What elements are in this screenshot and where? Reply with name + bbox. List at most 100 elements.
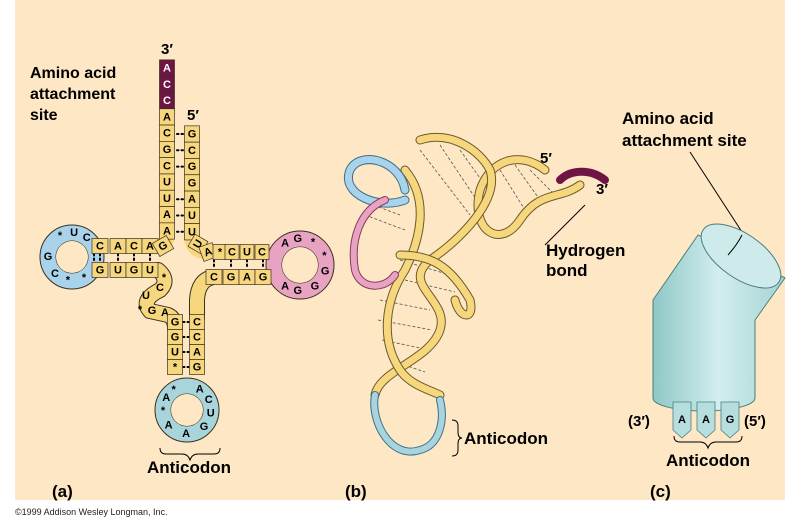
svg-text:G: G bbox=[193, 362, 202, 374]
anticodon-base-tab: A bbox=[672, 401, 692, 439]
svg-text:C: C bbox=[193, 332, 201, 344]
svg-text:A: A bbox=[182, 428, 190, 440]
copyright-footer: ©1999 Addison Wesley Longman, Inc. bbox=[15, 507, 168, 517]
c-three-prime-label: (3′) bbox=[628, 413, 650, 430]
variable-loop-nucleotide: C bbox=[156, 282, 164, 294]
acceptor-stem-nucleotide: A bbox=[159, 206, 175, 224]
acceptor-stem-nucleotide: A bbox=[184, 190, 200, 208]
svg-text:C: C bbox=[188, 145, 196, 157]
svg-text:G: G bbox=[259, 272, 268, 284]
svg-text:A: A bbox=[193, 347, 201, 359]
svg-text:G: G bbox=[321, 266, 330, 278]
anticodon-stem-nucleotide: A bbox=[189, 344, 205, 360]
anticodon-brace bbox=[159, 447, 221, 462]
svg-text:C: C bbox=[210, 272, 218, 284]
svg-text:G: G bbox=[163, 144, 172, 156]
svg-text:*: * bbox=[322, 250, 327, 262]
variable-loop-nucleotide: * bbox=[138, 304, 143, 316]
svg-text:A: A bbox=[163, 63, 171, 75]
svg-text:C: C bbox=[83, 232, 91, 244]
svg-text:G: G bbox=[293, 285, 302, 297]
svg-text:U: U bbox=[188, 226, 196, 238]
svg-text:U: U bbox=[163, 177, 171, 189]
t-loop-nucleotide: * bbox=[311, 236, 316, 248]
anticodon-label-c: Anticodon bbox=[666, 451, 750, 470]
acceptor-stem-nucleotide: U bbox=[159, 173, 175, 191]
five-prime-label: 5′ bbox=[187, 107, 199, 124]
d-stem-nucleotide: G bbox=[91, 262, 109, 278]
t-stem-nucleotide: C bbox=[205, 269, 223, 285]
anticodon-loop-nucleotide: A bbox=[196, 384, 204, 396]
svg-text:U: U bbox=[243, 247, 251, 259]
svg-text:A: A bbox=[161, 307, 169, 319]
svg-text:C: C bbox=[163, 79, 171, 91]
d-loop-inner bbox=[56, 241, 88, 273]
svg-text:G: G bbox=[311, 280, 320, 292]
anticodon-stem-nucleotide: U bbox=[167, 344, 183, 360]
b-five-prime-label: 5′ bbox=[540, 150, 552, 167]
attachment-label-line3: site bbox=[30, 107, 58, 124]
t-loop-nucleotide: * bbox=[322, 250, 327, 262]
acceptor-stem-nucleotide: U bbox=[159, 189, 175, 207]
c-anticodon-brace bbox=[673, 435, 743, 450]
t-loop-nucleotide: A bbox=[281, 238, 289, 250]
d-loop bbox=[40, 225, 104, 289]
anticodon-loop-nucleotide: * bbox=[161, 405, 166, 417]
t-loop-nucleotide: G bbox=[311, 280, 320, 292]
backbone-ribbons bbox=[343, 132, 609, 456]
svg-text:G: G bbox=[200, 421, 209, 433]
attachment-label-line2: attachment bbox=[30, 86, 116, 103]
acceptor-stem-nucleotide: G bbox=[159, 141, 175, 158]
attachment-label-line1: Amino acid bbox=[30, 65, 116, 82]
svg-text:C: C bbox=[193, 317, 201, 329]
anticodon-stem-nucleotide: C bbox=[189, 314, 205, 330]
acceptor-stem-nucleotide: G bbox=[184, 174, 200, 192]
hydrogen-bond-label-line2: bond bbox=[546, 261, 588, 280]
svg-text:A: A bbox=[163, 226, 171, 238]
t-loop-nucleotide: G bbox=[321, 266, 330, 278]
panel-c-label: (c) bbox=[650, 482, 671, 501]
t-stem-nucleotide: A bbox=[238, 269, 256, 285]
svg-text:U: U bbox=[70, 227, 78, 239]
t-stem-nucleotide: G bbox=[254, 269, 272, 285]
variable-loop-nucleotide: G bbox=[148, 305, 157, 317]
svg-text:G: G bbox=[188, 129, 197, 141]
d-stem-nucleotide: U bbox=[141, 262, 159, 278]
svg-text:A: A bbox=[163, 209, 171, 221]
d-loop-nucleotide: C bbox=[51, 268, 59, 280]
svg-text:G: G bbox=[227, 272, 236, 284]
d-stem-nucleotide: C bbox=[125, 238, 143, 254]
t-loop-nucleotide: G bbox=[293, 233, 302, 245]
svg-text:U: U bbox=[188, 210, 196, 222]
cca-end-nucleotide: C bbox=[159, 75, 175, 93]
svg-text:U: U bbox=[207, 407, 215, 419]
d-loop-nucleotide: C bbox=[83, 232, 91, 244]
svg-text:A: A bbox=[202, 245, 214, 259]
acceptor-stem-nucleotide: A bbox=[159, 108, 175, 126]
svg-text:G: G bbox=[726, 414, 735, 426]
anticodon-base-tab: G bbox=[720, 401, 740, 439]
svg-text:G: G bbox=[293, 233, 302, 245]
b-three-prime-label: 3′ bbox=[596, 181, 608, 198]
panel-b-3d-structure: 5′ 3′ Hydrogen bond Anticodon (b) bbox=[343, 132, 625, 501]
anticodon-loop-nucleotide: C bbox=[205, 394, 213, 406]
d-stem-nucleotide: U bbox=[109, 262, 127, 278]
panel-a-label: (a) bbox=[52, 482, 73, 501]
d-loop-nucleotide: * bbox=[58, 230, 63, 242]
svg-text:A: A bbox=[281, 280, 289, 292]
variable-loop-nucleotide: U bbox=[142, 290, 150, 302]
d-stem-nucleotide: C bbox=[91, 238, 109, 254]
svg-text:*: * bbox=[82, 272, 87, 284]
svg-text:U: U bbox=[171, 347, 179, 359]
svg-text:*: * bbox=[311, 236, 316, 248]
cca-end-nucleotide: A bbox=[159, 59, 175, 77]
d-loop-nucleotide: * bbox=[82, 272, 87, 284]
svg-text:G: G bbox=[96, 265, 105, 277]
acceptor-stem-nucleotide: C bbox=[159, 157, 175, 175]
c-attachment-label-line1: Amino acid bbox=[622, 109, 714, 128]
anticodon-stem-nucleotide: C bbox=[189, 329, 205, 345]
svg-text:*: * bbox=[173, 362, 178, 374]
svg-text:C: C bbox=[156, 282, 164, 294]
